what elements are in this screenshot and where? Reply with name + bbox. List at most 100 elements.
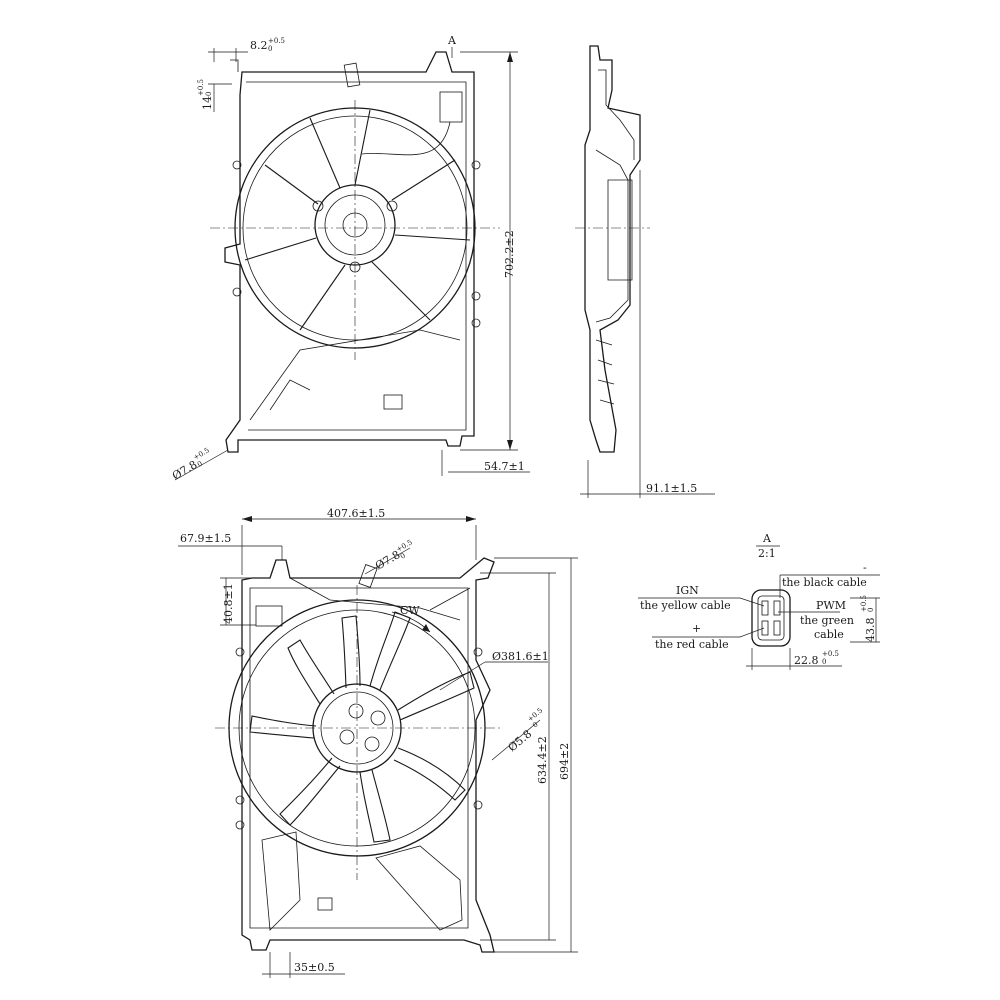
front-dim-small-hole: Ø5.8 bbox=[506, 727, 535, 754]
top-dim-tab-height-tol: +0.5 bbox=[197, 79, 205, 96]
detail-minus: - bbox=[863, 561, 867, 574]
top-lower-rib bbox=[269, 379, 311, 411]
front-dim-fan-diameter: Ø381.6±1 bbox=[492, 650, 549, 663]
detail-pin bbox=[773, 600, 781, 616]
front-shroud-outline bbox=[241, 557, 495, 953]
dim-line bbox=[441, 450, 530, 476]
top-clip bbox=[343, 62, 361, 88]
front-side-hole bbox=[235, 820, 245, 830]
front-shroud-inner bbox=[249, 587, 469, 929]
side-dim-depth: 91.1±1.5 bbox=[646, 482, 697, 495]
front-view: CW 407.6±1.5 67.9±1.5 Ø7.8 +0.5 0 4 bbox=[178, 507, 578, 978]
top-lower-rib bbox=[249, 329, 461, 421]
detail-a: A 2:1 - the black cable IGN the yellow c… bbox=[638, 532, 880, 670]
side-view: 91.1±1.5 bbox=[575, 45, 715, 498]
front-dim-total-height: 694±2 bbox=[558, 743, 571, 780]
top-mount-boss bbox=[386, 200, 398, 212]
top-shroud-outline bbox=[224, 51, 475, 453]
side-outline bbox=[584, 45, 641, 453]
front-dim-small-hole-tol: +0.5 bbox=[526, 706, 544, 723]
dim-line bbox=[746, 648, 842, 670]
front-hub-bolt bbox=[339, 729, 355, 745]
dim-line bbox=[460, 51, 518, 451]
dim-line bbox=[439, 661, 548, 691]
top-dim-tab-height: 14 bbox=[201, 96, 214, 110]
dim-line bbox=[494, 557, 578, 953]
detail-ign: IGN bbox=[676, 584, 699, 597]
dim-line bbox=[364, 547, 411, 575]
dim-line bbox=[491, 719, 541, 761]
top-dim-foot: 54.7±1 bbox=[484, 460, 525, 473]
front-side-hole bbox=[235, 647, 245, 657]
detail-pin bbox=[761, 620, 769, 636]
detail-dim-height-tol2: 0 bbox=[867, 608, 875, 612]
detail-pin bbox=[773, 620, 781, 636]
front-hub-bolt bbox=[370, 710, 386, 726]
front-lower-wing bbox=[261, 831, 301, 931]
detail-dim-width-tol2: 0 bbox=[822, 658, 826, 666]
top-dim-tab-width-tol: +0.5 bbox=[268, 37, 285, 45]
front-dim-offset: 67.9±1.5 bbox=[180, 532, 231, 545]
front-side-hole bbox=[473, 647, 483, 657]
top-dim-hole-tol: +0.5 bbox=[192, 446, 211, 461]
detail-green-cable-2: cable bbox=[814, 628, 844, 641]
dim-line bbox=[241, 518, 477, 575]
detail-title: A bbox=[762, 532, 772, 545]
detail-scale: 2:1 bbox=[758, 547, 776, 560]
front-rotation-label: CW bbox=[400, 604, 420, 617]
top-connector bbox=[439, 91, 463, 123]
detail-pwm: PWM bbox=[816, 599, 846, 612]
side-ribs bbox=[595, 339, 615, 405]
front-upper-rib bbox=[289, 577, 471, 621]
top-side-hole bbox=[471, 291, 481, 301]
detail-plus: + bbox=[692, 622, 701, 635]
top-struts bbox=[244, 109, 471, 331]
top-square-slot bbox=[383, 394, 403, 410]
detail-connector-body bbox=[751, 589, 791, 647]
detail-dim-height-tol: +0.5 bbox=[860, 595, 868, 612]
top-dim-tab-width: 8.2 bbox=[250, 39, 268, 52]
side-motor bbox=[607, 179, 633, 281]
top-dim-hole-tol2: 0 bbox=[196, 460, 204, 469]
top-view: 8.2 +0.5 0 14 +0.5 0 A 702.2±2 Ø7.8 +0.5… bbox=[170, 34, 530, 483]
top-side-hole bbox=[471, 160, 481, 170]
detail-dim-width-tol: +0.5 bbox=[822, 650, 839, 658]
detail-dim-height: 43.8 bbox=[864, 618, 877, 643]
front-dim-small-hole-tol2: 0 bbox=[531, 721, 540, 730]
detail-pin bbox=[761, 600, 769, 616]
detail-red-cable: the red cable bbox=[655, 638, 729, 651]
dim-line bbox=[480, 572, 556, 941]
dim-line bbox=[580, 170, 715, 498]
side-inner bbox=[595, 69, 635, 323]
front-side-hole bbox=[235, 795, 245, 805]
top-side-hole bbox=[471, 318, 481, 328]
dim-line bbox=[174, 449, 229, 481]
front-dim-width: 407.6±1.5 bbox=[327, 507, 385, 520]
top-dim-tab-height-tol2: 0 bbox=[205, 92, 213, 96]
top-side-hole bbox=[232, 287, 242, 297]
front-hub-bolt bbox=[364, 736, 380, 752]
top-side-hole bbox=[232, 160, 242, 170]
top-wire bbox=[361, 121, 451, 156]
front-clip bbox=[358, 564, 378, 588]
front-side-hole bbox=[473, 800, 483, 810]
top-mount-boss bbox=[312, 200, 324, 212]
top-dim-height: 702.2±2 bbox=[503, 230, 516, 278]
detail-connector-inner bbox=[757, 595, 785, 641]
leader-line bbox=[638, 597, 765, 607]
detail-yellow-cable: the yellow cable bbox=[640, 599, 731, 612]
dim-line bbox=[208, 48, 248, 62]
detail-black-cable: the black cable bbox=[782, 576, 867, 589]
detail-dim-width: 22.8 bbox=[794, 654, 819, 667]
dim-line bbox=[178, 545, 283, 560]
front-fan-blades bbox=[249, 611, 475, 843]
leader-line bbox=[652, 627, 765, 638]
front-lower-wing bbox=[375, 845, 463, 931]
front-hub-inner bbox=[320, 691, 394, 765]
front-dim-inner-height: 634.4±2 bbox=[536, 736, 549, 784]
leader-line bbox=[779, 574, 880, 598]
top-tab bbox=[230, 59, 239, 72]
top-shroud-inner bbox=[246, 81, 467, 431]
